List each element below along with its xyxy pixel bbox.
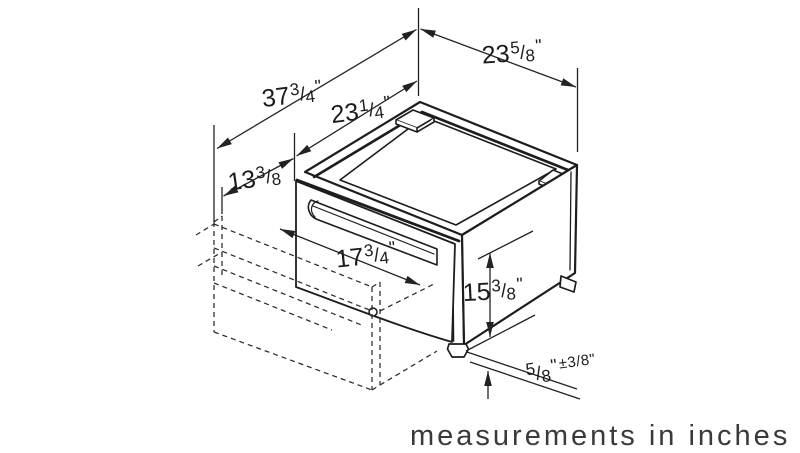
dimension-label-body-height: 153/8": [462, 273, 524, 308]
dimension-line-drawer-extension: [223, 157, 294, 197]
dimension-lines: [213, 8, 581, 400]
right-rear-inner-line: [569, 171, 572, 271]
leveling-feet: [446, 275, 577, 358]
drawer-front-hole: [368, 307, 378, 317]
pedestal-solid-body: [295, 100, 579, 358]
extension-lines: [213, 8, 581, 400]
foot-gap-line-lower: [469, 361, 581, 400]
open-drawer-bottom-edge: [213, 331, 373, 391]
dimension-line-drawer-interior-width: [279, 228, 421, 286]
drawer-gap-shadow-line: [295, 178, 461, 243]
measurements-note: measurements in inches: [410, 420, 791, 452]
foot-gap-line-upper: [466, 351, 578, 390]
arrow-lines: [216, 28, 577, 399]
dimension-line-top-platform-depth: [296, 80, 418, 157]
witness-line-height-bottom: [465, 314, 536, 352]
handle-left-curl: [310, 200, 319, 218]
rear-leveling-foot: [559, 275, 577, 293]
front-corner-post-right: [461, 236, 465, 345]
front-leveling-foot: [446, 343, 470, 358]
dimension-label-top-platform-width: 235/8": [480, 35, 543, 70]
dimension-line-top-platform-width: [420, 28, 577, 88]
